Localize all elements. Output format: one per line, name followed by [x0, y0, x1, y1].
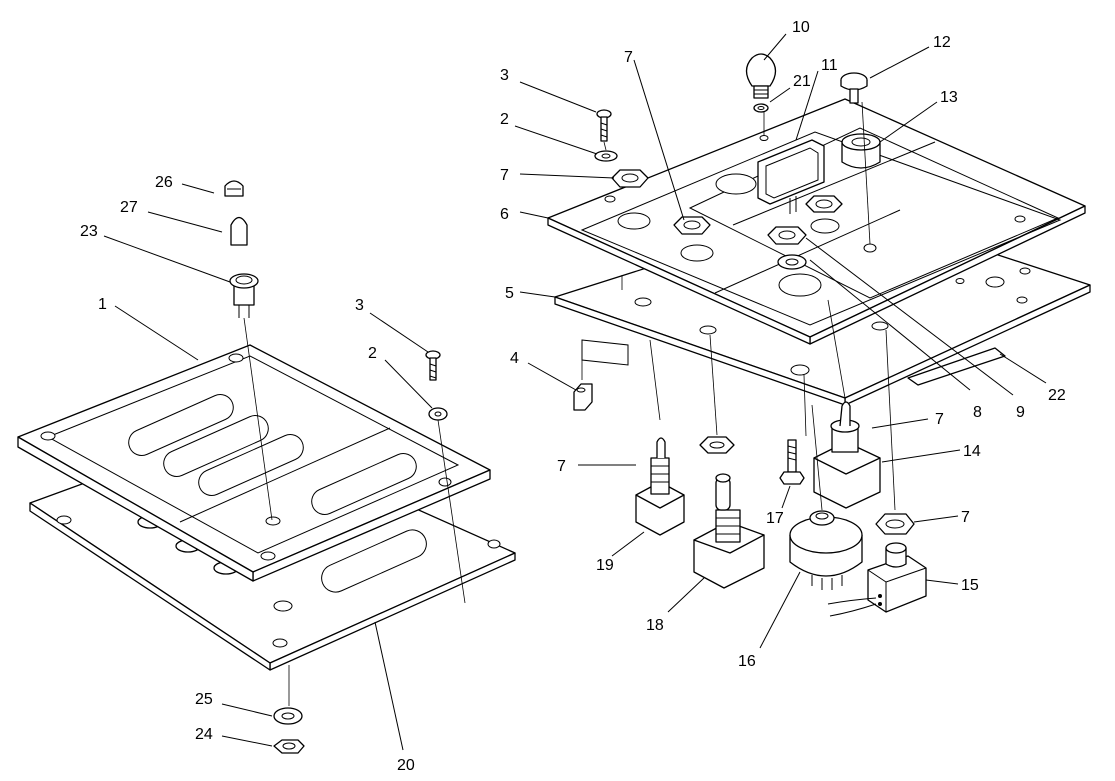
- callout-12: 12: [933, 34, 951, 51]
- callout-7-left: 7: [557, 458, 566, 475]
- knob-part-12: [840, 72, 868, 104]
- upper-plate-part-1: [17, 344, 491, 582]
- washer-part-2-left: [428, 407, 448, 421]
- lens-holder-part-11: [757, 139, 825, 214]
- callout-2-left: 2: [368, 345, 377, 362]
- callout-6: 6: [500, 206, 509, 223]
- nut-part-7-top-left: [611, 169, 649, 188]
- callout-7-right: 7: [961, 509, 970, 526]
- lamp-cap-part-26: [224, 180, 244, 197]
- callout-3-right: 3: [500, 67, 509, 84]
- screw-part-3-right: [596, 109, 612, 142]
- callout-1: 1: [98, 296, 107, 313]
- callout-25: 25: [195, 691, 213, 708]
- callout-9: 9: [1016, 404, 1025, 421]
- nut-part-24: [273, 739, 305, 754]
- callouts: 26 27 23 1 3 2 20 25 24 3 2 7 6 5 4 7 10…: [80, 19, 1066, 774]
- callout-3-left: 3: [355, 297, 364, 314]
- washer-part-2-right: [594, 150, 618, 162]
- upper-plate-part-6: [547, 98, 1086, 345]
- nut-part-4: [573, 383, 593, 411]
- callout-14: 14: [963, 443, 981, 460]
- callout-2-right: 2: [500, 111, 509, 128]
- callout-13: 13: [940, 89, 958, 106]
- right-assembly: [547, 53, 1091, 617]
- push-switch-part-18: [693, 473, 765, 589]
- toggle-switch-part-19: [635, 437, 685, 536]
- callout-19: 19: [596, 557, 614, 574]
- lamp-bulb-part-27: [230, 216, 248, 246]
- nut-part-7-right: [875, 513, 915, 535]
- callout-17: 17: [766, 510, 784, 527]
- toggle-switch-part-14: [813, 401, 881, 509]
- screw-part-17: [779, 439, 805, 485]
- callout-22: 22: [1048, 387, 1066, 404]
- callout-5: 5: [505, 285, 514, 302]
- callout-21: 21: [793, 73, 811, 90]
- callout-18: 18: [646, 617, 664, 634]
- lamp-socket-part-23: [229, 273, 259, 318]
- nut-part-7-top-right: [805, 195, 843, 213]
- callout-20: 20: [397, 757, 415, 774]
- lock-washer-part-8: [777, 254, 807, 270]
- left-assembly: [17, 180, 516, 754]
- callout-23: 23: [80, 223, 98, 240]
- nut-part-7-top-middle: [673, 216, 711, 235]
- callout-7-right-top: 7: [935, 411, 944, 428]
- screw-part-3-left: [425, 350, 441, 381]
- lock-washer-part-25: [273, 707, 303, 725]
- leader-lines: [103, 33, 1047, 751]
- nut-part-7-under-18: [699, 436, 735, 454]
- callout-7-top-middle: 7: [624, 49, 633, 66]
- nut-part-9: [767, 226, 807, 245]
- callout-27: 27: [120, 199, 138, 216]
- bushing-part-13: [841, 133, 881, 169]
- callout-24: 24: [195, 726, 213, 743]
- washer-part-21: [753, 103, 769, 113]
- bulb-part-10: [745, 53, 777, 99]
- callout-26: 26: [155, 174, 173, 191]
- callout-7-top-left: 7: [500, 167, 509, 184]
- rotary-switch-part-16: [789, 510, 863, 590]
- callout-16: 16: [738, 653, 756, 670]
- micro-switch-part-15: [827, 542, 927, 617]
- callout-8: 8: [973, 404, 982, 421]
- callout-11: 11: [821, 57, 838, 74]
- callout-4: 4: [510, 350, 519, 367]
- callout-10: 10: [792, 19, 810, 36]
- callout-15: 15: [961, 577, 979, 594]
